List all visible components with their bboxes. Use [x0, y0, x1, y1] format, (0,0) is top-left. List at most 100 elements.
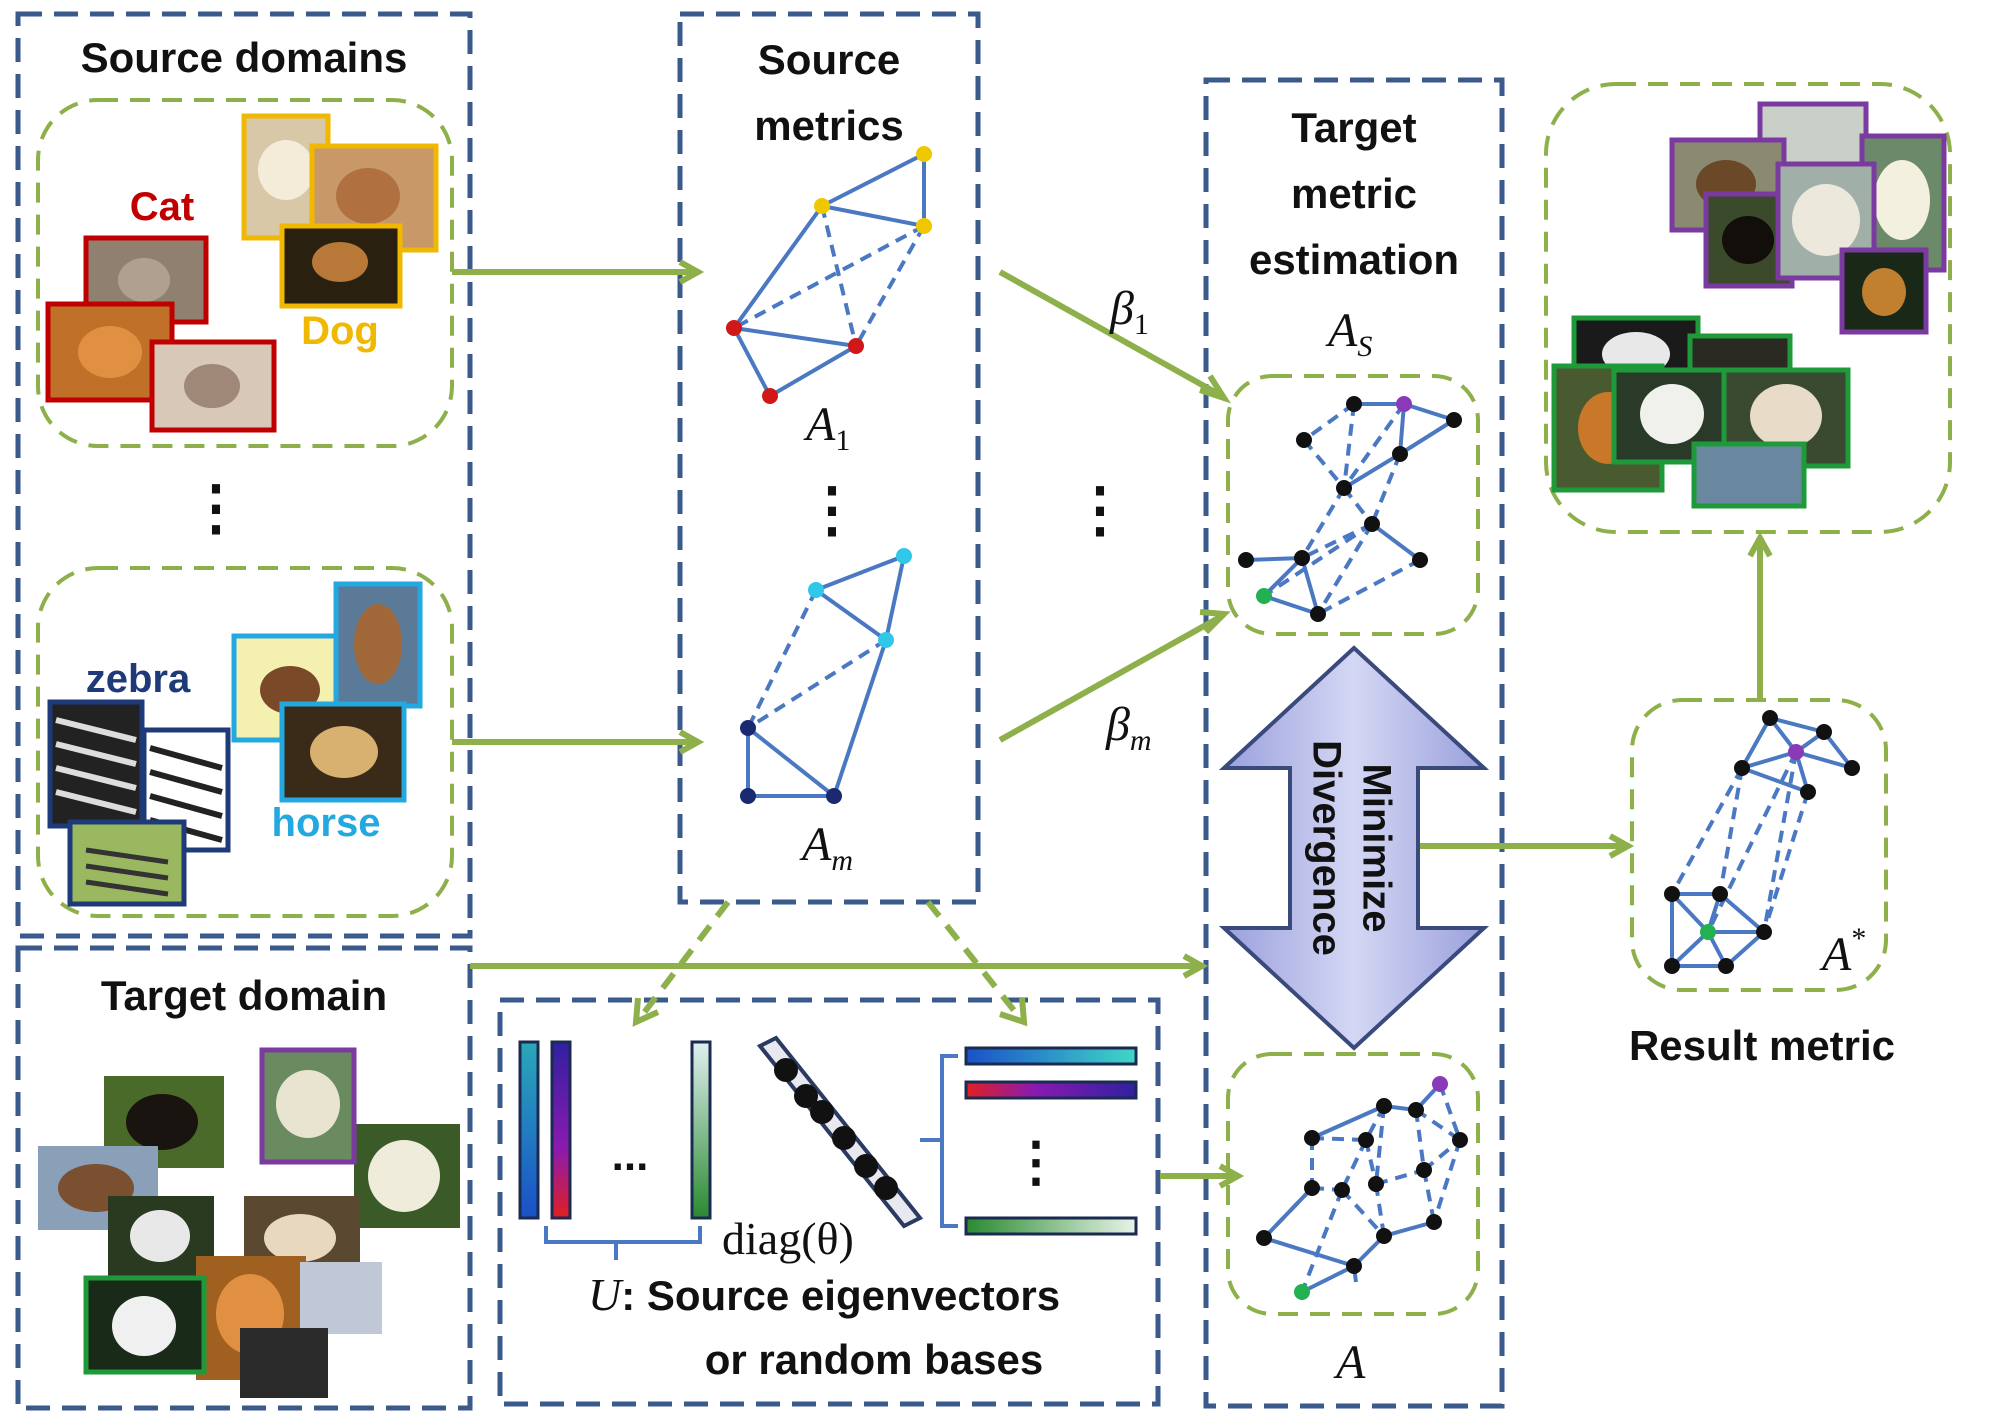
- label-dog: Dog: [301, 309, 379, 353]
- title-result-metric: Result metric: [1629, 1022, 1895, 1069]
- graph-node: [762, 388, 778, 404]
- minimize-divergence-arrow: [1218, 645, 1490, 1051]
- panel-bases: [497, 997, 1161, 1407]
- diag-matrix: [756, 1035, 924, 1229]
- graph-node: [1396, 396, 1412, 412]
- title-source-metrics-1: Source: [758, 36, 900, 83]
- graph-node: [1392, 446, 1408, 462]
- vdots-beta: ⋮: [1070, 477, 1130, 543]
- graph-node: [1368, 1176, 1384, 1192]
- graph-node: [1376, 1228, 1392, 1244]
- graph-node: [808, 582, 824, 598]
- graph-node: [740, 720, 756, 736]
- label-betam: βm: [1105, 698, 1152, 757]
- title-source-domains: Source domains: [81, 34, 408, 81]
- zebra-horse-images: [47, 581, 423, 907]
- label-diag: diag(θ): [722, 1213, 854, 1264]
- graph-node: [1756, 924, 1772, 940]
- graph-node: [1238, 552, 1254, 568]
- graph-node: [1446, 412, 1462, 428]
- graph-node: [1294, 1284, 1310, 1300]
- graph-a1: [726, 146, 932, 404]
- graph-node: [1452, 1132, 1468, 1148]
- graph-node: [1426, 1214, 1442, 1230]
- source-group-m: [36, 566, 454, 918]
- label-astar: A*: [1819, 922, 1866, 981]
- graph-node: [814, 198, 830, 214]
- label-minimize: Minimize: [1354, 764, 1398, 933]
- graph-node: [726, 320, 742, 336]
- label-a: A: [1333, 1336, 1366, 1389]
- graph-node: [1700, 924, 1716, 940]
- graph-node: [1664, 958, 1680, 974]
- tiger-photo: [240, 1328, 328, 1398]
- graph-node: [1376, 1098, 1392, 1114]
- title-source-metrics-2: metrics: [754, 102, 903, 149]
- label-a1: A1: [803, 398, 850, 457]
- graph-node: [1416, 1162, 1432, 1178]
- dashed-arrow-heads: [632, 997, 1028, 1027]
- graph-as: [1238, 396, 1462, 622]
- graph-node: [848, 338, 864, 354]
- graph-node: [1432, 1076, 1448, 1092]
- label-divergence: Divergence: [1304, 740, 1348, 956]
- target-domain-images: [38, 1047, 460, 1398]
- graph-node: [878, 632, 894, 648]
- graph-node: [916, 218, 932, 234]
- graph-node: [1256, 1230, 1272, 1246]
- graph-node: [1712, 886, 1728, 902]
- graph-node: [826, 788, 842, 804]
- graph-node: [1718, 958, 1734, 974]
- graph-node: [1408, 1102, 1424, 1118]
- vdots-source: ⋮: [186, 475, 246, 541]
- graph-node: [1800, 784, 1816, 800]
- graph-node: [1310, 606, 1326, 622]
- panel-source-domains: [15, 11, 473, 939]
- label-zebra: zebra: [86, 657, 191, 701]
- graph-node: [1664, 886, 1680, 902]
- graph-a: [1256, 1076, 1468, 1300]
- graph-node: [1304, 1180, 1320, 1196]
- graph-node: [1294, 550, 1310, 566]
- result-images-box: [1544, 82, 1952, 534]
- label-bases-1: U: Source eigenvectors: [588, 1269, 1060, 1320]
- title-target-domain: Target domain: [101, 972, 387, 1019]
- result-images: [1551, 101, 1947, 509]
- label-beta1: β1: [1109, 282, 1149, 341]
- graph-node: [1788, 744, 1804, 760]
- eigenvector-bars: [518, 1040, 712, 1260]
- panel-source-metrics: [677, 11, 981, 905]
- graph-node: [1816, 724, 1832, 740]
- source-group-1: [36, 98, 454, 448]
- title-target-estimation-1: Target: [1291, 104, 1416, 151]
- label-as: AS: [1325, 304, 1372, 363]
- graph-node: [1358, 1132, 1374, 1148]
- cat-dog-images: [45, 113, 439, 433]
- graph-node: [1734, 760, 1750, 776]
- label-am: Am: [799, 818, 853, 877]
- tiger-photo: [83, 1275, 207, 1375]
- graph-astar: [1664, 710, 1860, 974]
- graph-node: [1304, 1130, 1320, 1146]
- vdots-bases: ⋮: [1009, 1132, 1063, 1192]
- graph-node: [1336, 480, 1352, 496]
- graph-node: [1346, 1258, 1362, 1274]
- hdots-bases: ...: [612, 1131, 649, 1180]
- graph-node: [1364, 516, 1380, 532]
- tiger-photo: [300, 1262, 382, 1334]
- label-bases-2: or random bases: [705, 1336, 1043, 1383]
- graph-node: [916, 146, 932, 162]
- dashed-arrows: [637, 900, 1023, 1020]
- title-target-estimation-3: estimation: [1249, 236, 1459, 283]
- title-target-estimation-2: metric: [1291, 170, 1417, 217]
- basis-bars: [920, 1046, 1138, 1236]
- graph-node: [1256, 588, 1272, 604]
- a-graph-box: [1226, 1052, 1480, 1316]
- panel-target-estimation: [1203, 77, 1505, 1409]
- graph-node: [740, 788, 756, 804]
- graph-node: [1412, 552, 1428, 568]
- graph-am: [740, 548, 912, 804]
- vdots-metrics: ⋮: [802, 477, 862, 543]
- graph-node: [896, 548, 912, 564]
